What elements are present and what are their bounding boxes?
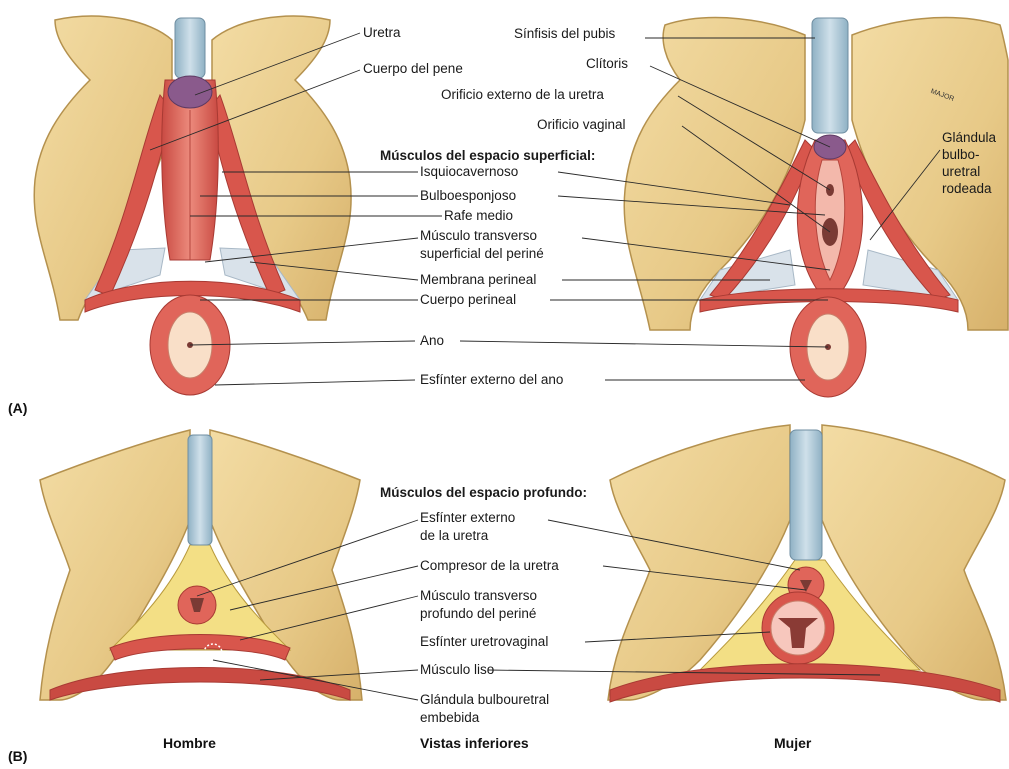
label-rafe: Rafe medio — [444, 208, 513, 224]
male-glans — [168, 76, 212, 108]
label-glandula-2: bulbo- — [942, 147, 980, 163]
male-deep-urethra — [188, 435, 212, 545]
label-orificio-vaginal: Orificio vaginal — [537, 117, 626, 133]
label-compresor: Compresor de la uretra — [420, 558, 559, 574]
label-uretra: Uretra — [363, 25, 401, 41]
panel-b-male — [40, 430, 362, 700]
label-bulboesponjoso: Bulboesponjoso — [420, 188, 516, 204]
label-transverso-prof-1: Músculo transverso — [420, 588, 537, 604]
female-urethra — [812, 18, 848, 133]
label-ano: Ano — [420, 333, 444, 349]
label-transverso-prof-2: profundo del periné — [420, 606, 536, 622]
label-esfinter-ano: Esfínter externo del ano — [420, 372, 563, 388]
label-sinfisis: Sínfisis del pubis — [514, 26, 615, 42]
label-isquiocavernoso: Isquiocavernoso — [420, 164, 518, 180]
label-orificio-uretra: Orificio externo de la uretra — [441, 87, 604, 103]
label-esfinter-uretra-1: Esfínter externo — [420, 510, 515, 526]
header-superficial: Músculos del espacio superficial: — [380, 148, 595, 164]
label-transverso-sup-2: superficial del periné — [420, 246, 544, 262]
header-profundo: Músculos del espacio profundo: — [380, 485, 587, 501]
label-liso: Músculo liso — [420, 662, 494, 678]
male-urethra — [175, 18, 205, 78]
panel-a-letter: (A) — [8, 400, 27, 416]
label-glandula-1: Glándula — [942, 130, 996, 146]
panel-b-letter: (B) — [8, 748, 27, 764]
label-membrana: Membrana perineal — [420, 272, 536, 288]
label-clitoris: Clítoris — [586, 56, 628, 72]
female-deep-urethra — [790, 430, 822, 560]
label-glandula-4: rodeada — [942, 181, 992, 197]
label-cuerpo-perineal: Cuerpo perineal — [420, 292, 516, 308]
label-transverso-sup-1: Músculo transverso — [420, 228, 537, 244]
label-bulbouretral-2: embebida — [420, 710, 479, 726]
label-esfinter-uretra-2: de la uretra — [420, 528, 488, 544]
label-uretrovaginal: Esfínter uretrovaginal — [420, 634, 548, 650]
label-glandula-3: uretral — [942, 164, 980, 180]
panel-b-female — [608, 425, 1006, 702]
panel-a-male — [34, 16, 351, 395]
label-cuerpo-pene: Cuerpo del pene — [363, 61, 463, 77]
caption-mujer: Mujer — [774, 735, 811, 751]
label-bulbouretral-1: Glándula bulbouretral — [420, 692, 549, 708]
caption-vistas: Vistas inferiores — [420, 735, 529, 751]
panel-a-female — [624, 18, 1008, 397]
caption-hombre: Hombre — [163, 735, 216, 751]
